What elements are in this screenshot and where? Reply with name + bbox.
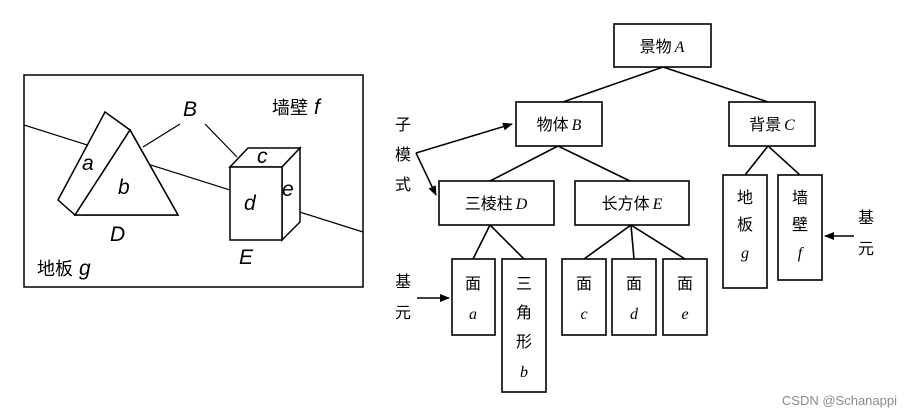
submodel-arrow-to-prism xyxy=(415,152,437,196)
node-floor-box xyxy=(722,174,768,289)
watermark: CSDN @Schanappi xyxy=(782,393,897,408)
node-face-a-char: 面 xyxy=(465,274,481,293)
scene-face-b-label: b xyxy=(118,176,130,199)
node-background-box xyxy=(728,101,816,147)
node-face-c-box xyxy=(561,258,607,336)
node-scene-box xyxy=(613,23,712,68)
node-face-e-char: 面 xyxy=(677,274,693,293)
node-floor-char-2: 板 xyxy=(737,215,753,234)
node-triangle-char-3: 形 xyxy=(516,332,532,351)
scene-face-c-label: c xyxy=(257,145,268,168)
scene-label-b-top: B xyxy=(183,98,197,121)
node-face-d-box xyxy=(611,258,657,336)
node-face-a-var: a xyxy=(469,306,477,323)
scene-cuboid-label: E xyxy=(239,246,254,269)
node-triangle-char-1: 三 xyxy=(516,274,532,293)
scene-face-d-label: d xyxy=(244,192,257,215)
node-face-e-box xyxy=(662,258,708,336)
node-wall-char-2: 壁 xyxy=(792,215,808,234)
scene-prism-label: D xyxy=(110,223,125,246)
node-face-d-char: 面 xyxy=(626,274,642,293)
node-triangle-box xyxy=(501,258,547,393)
annotations: 子 模 式 基 元 基 元 xyxy=(395,115,874,322)
tree-edges xyxy=(471,65,802,261)
primitive-right-char-2: 元 xyxy=(858,239,874,258)
scene-frame xyxy=(23,74,364,288)
scene-face-a-label: a xyxy=(82,152,94,175)
node-floor-char-1: 地 xyxy=(737,188,753,207)
scene-face-e-label: e xyxy=(282,178,294,201)
node-face-e-var: e xyxy=(681,306,688,323)
b-leader-right xyxy=(204,123,238,158)
node-wall-box xyxy=(777,174,823,281)
node-floor-var: g xyxy=(741,245,749,262)
cuboid xyxy=(228,146,302,242)
node-face-c-char: 面 xyxy=(576,274,592,293)
horizon-line xyxy=(23,124,364,233)
submodel-arrow-to-object xyxy=(415,122,513,154)
node-wall-char-1: 墙 xyxy=(792,188,808,207)
node-object-box xyxy=(515,101,603,147)
primitive-left-char-1: 基 xyxy=(395,272,411,291)
node-triangle-char-2: 角 xyxy=(516,303,532,322)
triangular-prism xyxy=(57,110,180,217)
node-prism-box xyxy=(438,180,555,226)
submodel-char-3: 式 xyxy=(395,175,411,194)
node-wall-var: f xyxy=(798,245,805,262)
node-face-c-var: c xyxy=(580,306,587,323)
node-face-a-box xyxy=(451,258,496,336)
node-triangle-var: b xyxy=(520,364,528,381)
submodel-char-1: 子 xyxy=(395,115,411,134)
node-cuboid-box xyxy=(574,180,690,226)
primitive-right-char-1: 基 xyxy=(858,208,874,227)
primitive-left-char-2: 元 xyxy=(395,303,411,322)
node-face-d-var: d xyxy=(630,306,639,323)
b-leader-left xyxy=(142,123,181,148)
submodel-char-2: 模 xyxy=(395,145,411,164)
